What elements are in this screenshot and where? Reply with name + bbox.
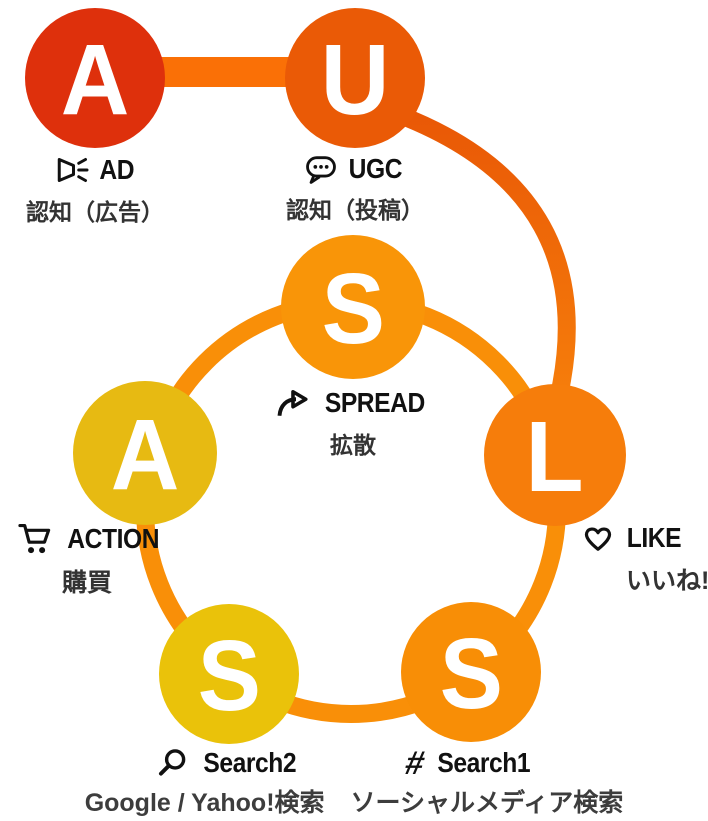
like-label: LIKE いいね!	[580, 520, 708, 597]
heart-icon	[580, 520, 616, 556]
node-like-circle: L	[484, 384, 626, 526]
node-ad-circle: A	[25, 8, 165, 148]
action-label: ACTION 購買	[16, 520, 176, 599]
node-search2-letter: S	[197, 620, 261, 732]
search1-label: # Search1	[386, 744, 556, 781]
node-like-letter: L	[525, 401, 585, 513]
speech-bubble-icon	[304, 152, 338, 186]
search2-caption: Google / Yahoo!検索	[84, 789, 325, 817]
spread-label: SPREAD 拡散	[258, 385, 448, 460]
ugc-label-en: UGC	[348, 153, 403, 184]
cart-icon	[16, 520, 54, 558]
ad-label-en: AD	[99, 154, 134, 185]
search2-label: Search2	[144, 746, 314, 780]
hashtag-icon: #	[401, 744, 428, 781]
ugc-label-jp: 認知（投稿）	[286, 197, 424, 223]
action-label-en: ACTION	[67, 523, 160, 554]
node-spread-circle: S	[281, 235, 425, 379]
node-ugc-letter: U	[320, 24, 390, 136]
megaphone-icon	[54, 152, 90, 188]
spread-label-jp: 拡散	[330, 432, 376, 458]
search1-label-row: # Search1	[402, 744, 537, 781]
like-label-jp: いいね!	[626, 567, 708, 595]
search2-label-en: Search2	[203, 747, 296, 778]
search-captions: Google / Yahoo!検索 ソーシャルメディア検索	[0, 783, 708, 819]
node-ugc-circle: U	[285, 8, 425, 148]
node-action-letter: A	[110, 399, 180, 511]
ugc-label: UGC 認知（投稿）	[270, 152, 440, 225]
share-arrow-icon	[275, 385, 311, 421]
like-label-row: LIKE	[580, 520, 685, 556]
search-icon	[156, 746, 190, 780]
ad-label-jp: 認知（広告）	[26, 199, 164, 225]
action-label-row: ACTION	[16, 520, 165, 558]
node-search1-letter: S	[439, 618, 503, 730]
node-spread-letter: S	[321, 253, 385, 365]
spread-label-row: SPREAD	[275, 385, 432, 421]
search1-caption: ソーシャルメディア検索	[350, 789, 624, 817]
node-action-circle: A	[73, 381, 217, 525]
like-label-en: LIKE	[626, 522, 682, 553]
spread-label-en: SPREAD	[324, 387, 425, 418]
search2-label-row: Search2	[156, 746, 302, 780]
node-ad-letter: A	[60, 24, 130, 136]
ugc-label-row: UGC	[304, 152, 406, 186]
node-search1-circle: S	[401, 602, 541, 742]
node-search2-circle: S	[159, 604, 299, 744]
ad-label: AD 認知（広告）	[10, 152, 180, 227]
action-label-jp: 購買	[62, 569, 113, 597]
ad-label-row: AD	[54, 152, 136, 188]
ugc-like-connector	[396, 106, 576, 403]
search1-label-en: Search1	[437, 746, 531, 778]
